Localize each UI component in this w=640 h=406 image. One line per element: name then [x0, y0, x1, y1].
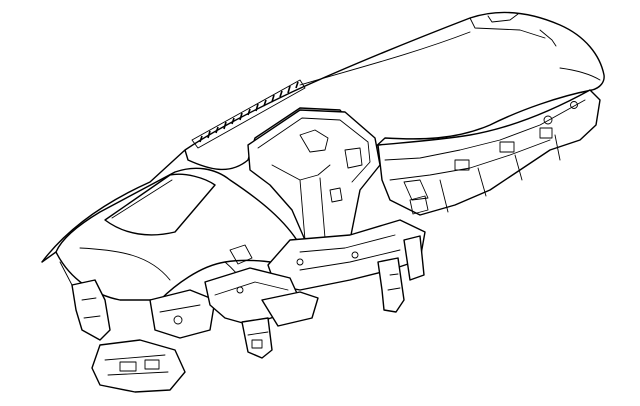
- mounting-details: [41, 195, 429, 294]
- panel-top-cover: [41, 11, 605, 263]
- driver-side-bracket: [71, 279, 216, 393]
- passenger-side-frame: [377, 89, 601, 216]
- defrost-vent: [191, 79, 306, 149]
- lower-center-bracket: [267, 219, 426, 313]
- steering-column-support: [204, 267, 319, 359]
